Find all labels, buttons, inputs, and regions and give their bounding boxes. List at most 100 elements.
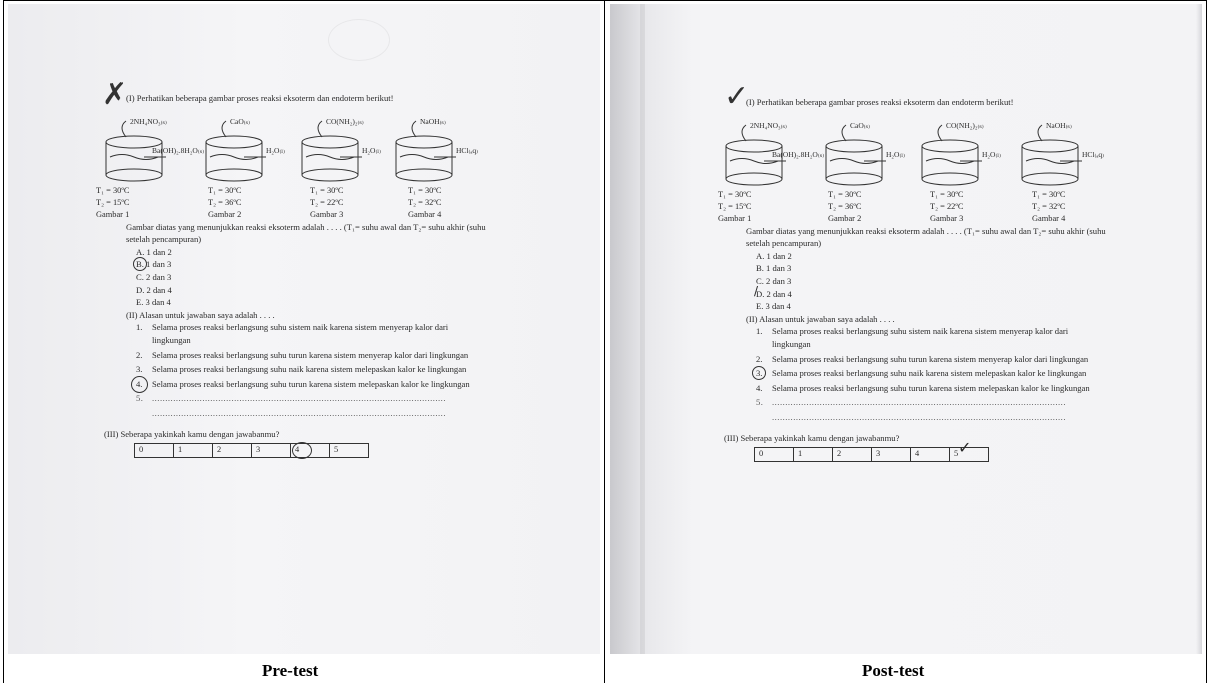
option-e: E. 3 dan 4 (756, 301, 791, 312)
option-c: C. 2 dan 3 (756, 275, 792, 286)
reagent-top: CO(NH₂)₂₍ₛ₎ (946, 120, 984, 130)
reagent-top: 2NH₄NO₃₍ₛ₎ (750, 120, 787, 130)
beaker-icon (105, 120, 166, 182)
scale-cell-4: 4 (910, 447, 950, 463)
scale-cell-0: 0 (134, 443, 174, 459)
beaker-4: NaOH₍ₛ₎ HCl₍ₐq₎ (394, 115, 484, 183)
t1-value: T₁ = 30ºC (718, 189, 752, 199)
reason-title: (II) Alasan untuk jawaban saya adalah . … (126, 309, 275, 320)
t2-value: T₂ = 15ºC (718, 201, 752, 211)
reagent-top: NaOH₍ₛ₎ (1046, 120, 1072, 130)
scale-cell-1: 1 (793, 447, 833, 463)
t2-value: T₂ = 15ºC (96, 197, 130, 207)
figure-label: Gambar 3 (930, 213, 964, 223)
reason-number: 3. (136, 364, 143, 375)
reason-5: 5.......................................… (136, 392, 482, 405)
option-b: B. 1 dan 3 (133, 257, 504, 272)
scale-cell-3: 3 (251, 443, 291, 459)
wrong-mark-icon: ✗ (102, 77, 128, 112)
question-title: (I) Perhatikan beberapa gambar proses re… (126, 93, 394, 103)
reagent-side: H₂O₍ₗ₎ (982, 149, 1001, 159)
t1-value: T₁ = 30ºC (828, 189, 862, 199)
figure-label: Gambar 3 (310, 209, 344, 219)
beaker-3: CO(NH₂)₂₍ₛ₎ H₂O₍ₗ₎ (920, 119, 1010, 187)
beaker-1: 2NH₄NO₃₍ₛ₎ Ba(OH)₂.8H₂O₍ₛ₎ (724, 119, 824, 187)
reagent-side: H₂O₍ₗ₎ (886, 149, 905, 159)
reason-4: 4.Selama proses reaksi berlangsung suhu … (131, 375, 482, 393)
option-b: B. 1 dan 3 (756, 263, 792, 274)
scale-cell-0: 0 (754, 447, 794, 463)
check-mark-icon: ✓ (958, 438, 972, 458)
posttest-sheet: ✓ (I) Perhatikan beberapa gambar proses … (718, 82, 1134, 463)
beaker-icon (921, 124, 982, 186)
reason-text: Selama proses reaksi berlangsung suhu tu… (152, 378, 470, 389)
dots-line: ........................................… (772, 411, 1066, 422)
beaker-4: NaOH₍ₛ₎ HCl₍ₐq₎ (1020, 119, 1110, 187)
frame-top-border (3, 0, 1207, 1)
reason-section: (II) Alasan untuk jawaban saya adalah . … (746, 313, 1134, 424)
question-stem: Gambar diatas yang menunjukkan reaksi ek… (126, 221, 486, 245)
reagent-top: CaO₍ₛ₎ (850, 120, 870, 130)
answer-options: A. 1 dan 2 B. 1 dan 3 C. 2 dan 3 /D. 2 d… (754, 250, 1134, 313)
t2-value: T₂ = 36ºC (208, 197, 242, 207)
dots-line: ........................................… (152, 407, 446, 418)
selected-circle-mark (131, 375, 148, 393)
reagent-side: Ba(OH)₂.8H₂O₍ₛ₎ (152, 145, 205, 155)
scale-cell-2: 2 (212, 443, 252, 459)
temp-column-3: T₁ = 30ºC T₂ = 22ºC Gambar 3 (310, 185, 344, 221)
beaker-3: CO(NH₂)₂₍ₛ₎ H₂O₍ₗ₎ (300, 115, 390, 183)
reason-text: Selama proses reaksi berlangsung suhu tu… (772, 353, 1089, 364)
reason-3: 3.Selama proses reaksi berlangsung suhu … (752, 366, 1102, 381)
page-edge (1196, 4, 1202, 654)
pretest-caption: Pre-test (262, 661, 319, 680)
figure-label: Gambar 1 (96, 209, 130, 219)
scale-cell-3: 3 (871, 447, 911, 463)
reason-number: 2. (136, 349, 143, 360)
reason-5-continuation: ........................................… (756, 411, 1102, 424)
option-d: D. 2 dan 4 (136, 284, 172, 295)
beaker-icon (825, 124, 886, 186)
reason-2: 2.Selama proses reaksi berlangsung suhu … (136, 349, 482, 362)
reagent-top: CaO₍ₛ₎ (230, 116, 250, 126)
reagent-side: HCl₍ₐq₎ (456, 145, 478, 155)
t1-value: T₁ = 30ºC (930, 189, 964, 199)
reagent-side: HCl₍ₐq₎ (1082, 149, 1104, 159)
page-fold (640, 4, 645, 654)
figure-label: Gambar 4 (408, 209, 442, 219)
reason-5: 5.......................................… (756, 396, 1102, 409)
reagent-side: H₂O₍ₗ₎ (362, 145, 381, 155)
frame-left-border (3, 0, 4, 683)
confidence-title: (III) Seberapa yakinkah kamu dengan jawa… (724, 432, 900, 443)
scale-cell-1: 1 (173, 443, 213, 459)
option-e: E. 3 dan 4 (136, 297, 171, 308)
reason-number: 3. (756, 368, 763, 379)
reason-number: 4. (756, 382, 763, 393)
t2-value: T₂ = 22ºC (310, 197, 344, 207)
question-header: ✗ (I) Perhatikan beberapa gambar proses … (102, 80, 504, 110)
reason-text: Selama proses reaksi berlangsung suhu si… (152, 322, 449, 345)
reason-5-continuation: ........................................… (136, 407, 482, 420)
scale-cell-4: 4 (290, 442, 330, 460)
reason-1: 1.Selama proses reaksi berlangsung suhu … (756, 325, 1102, 350)
option-d: /D. 2 dan 4 (754, 284, 1134, 301)
t2-value: T₂ = 22ºC (930, 201, 964, 211)
frame-right-border (1206, 0, 1207, 683)
option-a: A. 1 dan 2 (756, 250, 792, 261)
beaker-icon (301, 120, 362, 182)
question-stem: Gambar diatas yang menunjukkan reaksi ek… (746, 225, 1106, 249)
option-b-label: B. 1 dan 3 (136, 259, 172, 270)
reason-3: 3.Selama proses reaksi berlangsung suhu … (136, 363, 482, 376)
question-title: (I) Perhatikan beberapa gambar proses re… (746, 97, 1014, 107)
t1-value: T₁ = 30ºC (310, 185, 344, 195)
reason-number: 1. (136, 322, 143, 333)
question-header: ✓ (I) Perhatikan beberapa gambar proses … (724, 82, 1134, 112)
reagent-side: H₂O₍ₗ₎ (266, 145, 285, 155)
answer-options: A. 1 dan 2 B. 1 dan 3 C. 2 dan 3 D. 2 da… (133, 246, 504, 309)
